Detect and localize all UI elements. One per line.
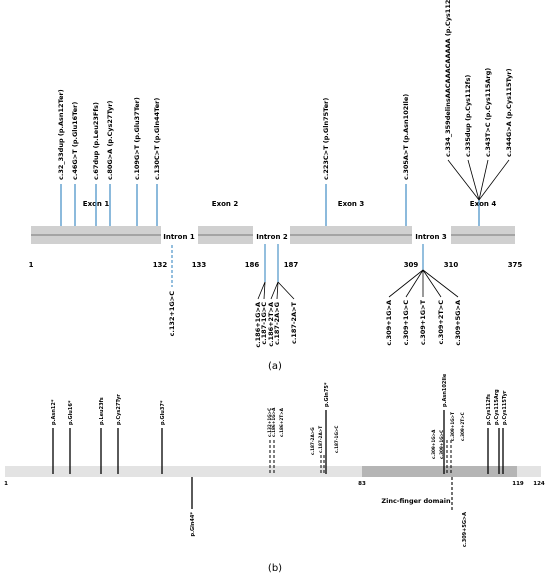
splice-label: c.187-2A>T	[318, 426, 323, 453]
fan-line	[467, 159, 480, 201]
fan-line	[447, 159, 480, 201]
variant-label: c.67dup (p.Leu23Ffs)	[92, 102, 100, 180]
variant-label: c.187-1G>C	[260, 302, 268, 345]
fan-line	[263, 281, 266, 300]
fan-line	[478, 159, 510, 201]
fan-line	[478, 159, 489, 201]
variant-label: c.130C>T (p.Gln44Ter)	[153, 98, 161, 180]
variant-label: p.Gln44*	[190, 512, 196, 537]
coord-133: 133	[192, 261, 207, 269]
variant-label: c.334_359delinsAACAAACAAAAA (p.Cys112fs)	[444, 0, 452, 157]
splice-label: c.309+1G>A	[431, 429, 436, 459]
coord-124: 124	[533, 481, 545, 487]
coord-132: 132	[153, 261, 168, 269]
panel-b: 1 83 119 124 Zinc-finger domain p.Asn12*…	[4, 373, 545, 574]
variant-label: c.335dup (p.Cys112fs)	[464, 75, 472, 157]
coord-83: 83	[358, 481, 366, 487]
protein-bar	[5, 466, 541, 477]
variant-label: p.Gln75*	[324, 382, 330, 407]
variant-label: c.309+5G>A	[454, 300, 462, 346]
exon-variants: c.32_33dup (p.Asn12Ter) c.46G>T (p.Glu16…	[57, 89, 410, 226]
fan-line	[276, 281, 279, 300]
variant-label: p.Cys115Tyr	[502, 390, 508, 425]
variant-label: p.Glu16*	[68, 400, 74, 425]
variant-label: c.309+1G>T	[419, 299, 427, 345]
protein-variants-up: p.Asn12* p.Glu16* p.Leu23fs p.Cys27Tyr p…	[51, 373, 508, 474]
coord-1: 1	[4, 481, 8, 487]
fan-line	[257, 281, 266, 300]
fan-line	[405, 269, 424, 298]
intron2-variant-fan: c.186+1G>A c.187-1G>C c.186+2T>A c.187-2…	[254, 244, 298, 348]
coord-187: 187	[284, 261, 299, 269]
fan-line	[277, 281, 295, 300]
exon4-variant-fan: c.334_359delinsAACAAACAAAAA (p.Cys112fs)…	[444, 0, 513, 226]
variant-label: c.344G>A (p.Cys115Tyr)	[505, 68, 513, 157]
variant-label: c.187-2A>T	[290, 301, 298, 344]
panel-b-label: (b)	[268, 563, 282, 574]
fan-line	[388, 269, 424, 298]
coord-119: 119	[512, 481, 524, 487]
splice-label: c.309+5G>A	[462, 512, 468, 547]
variant-label: c.309+1G>C	[402, 300, 410, 346]
coord-186: 186	[245, 261, 260, 269]
exon-3-label: Exon 3	[338, 200, 365, 208]
exon-4-label: Exon 4	[470, 200, 497, 208]
coord-1: 1	[29, 261, 34, 269]
splice-label: c.186+1G>A	[271, 407, 276, 437]
protein-variants-down: p.Gln44* c.309+5G>A	[190, 477, 468, 547]
intron1-variants: c.132+1G>C	[168, 245, 176, 336]
intron-3-label: Intron 3	[415, 233, 447, 241]
variant-label: p.Asn12*	[51, 399, 57, 425]
variant-label: c.109G>T (p.Glu37Ter)	[133, 97, 141, 180]
variant-label: c.186+1G>A	[254, 302, 262, 348]
fan-line	[422, 269, 459, 298]
zinc-finger-domain-box	[362, 466, 517, 477]
variant-label: c.32_33dup (p.Asn12Ter)	[57, 89, 65, 180]
variant-label: p.Leu23fs	[99, 397, 105, 425]
variant-label: p.Glu37*	[160, 400, 166, 425]
coord-310: 310	[444, 261, 459, 269]
zinc-finger-domain-label: Zinc-finger domain	[381, 497, 451, 505]
splice-label: c.187-1G>C	[334, 426, 339, 454]
variant-label: c.309+1G>A	[385, 300, 393, 346]
variant-label: c.46G>T (p.Glu16Ter)	[71, 102, 79, 180]
fan-line	[422, 269, 442, 298]
intron3-variant-fan: c.309+1G>A c.309+1G>C c.309+1G>T c.309+2…	[385, 244, 462, 346]
splice-variants: c.132+1G>C c.186+1G>A c.186+2T>A c.187-2…	[267, 407, 465, 474]
variant-label: c.186+2T>A	[267, 302, 275, 347]
exon-2-label: Exon 2	[212, 200, 239, 208]
splice-label: c.309+2T>C	[460, 412, 465, 441]
variant-label: c.343T>C (p.Cys115Arg)	[484, 68, 492, 157]
coord-309: 309	[404, 261, 419, 269]
splice-label: c.186+2T>A	[279, 407, 284, 437]
variant-label: c.223C>T (p.Gln75Ter)	[322, 98, 330, 180]
fan-line	[270, 281, 279, 300]
variant-label: c.309+2T>C	[437, 300, 445, 345]
variant-label: p.Cys27Tyr	[116, 394, 122, 425]
variant-label: p.Asn102Ile	[442, 373, 448, 407]
variant-label: c.80G>A (p.Cys27Tyr)	[106, 100, 114, 180]
panel-a-coordinates: 1 132 133 186 187 309 310 375	[29, 261, 523, 269]
panel-a: Exon 1 Exon 2 Exon 3 Exon 4 Intron 1 Int…	[29, 0, 523, 372]
splice-label: c.309+1G>C	[439, 430, 444, 459]
variant-label: p.Cys115Arg	[494, 389, 500, 425]
splice-label: c.309+1G>T	[450, 412, 455, 441]
variant-label: c.132+1G>C	[168, 291, 176, 337]
variant-label: c.305A>T (p.Asn102Ile)	[402, 94, 410, 180]
intron-2-label: Intron 2	[256, 233, 288, 241]
intron-1-label: Intron 1	[163, 233, 195, 241]
panel-a-label: (a)	[268, 361, 282, 372]
variant-label: c.187-2A>G	[273, 302, 281, 345]
splice-label: c.132+1G>C	[267, 408, 272, 437]
splice-label: c.187-2A>G	[310, 427, 315, 455]
variant-label: p.Cys112fs	[486, 394, 492, 425]
coord-375: 375	[508, 261, 523, 269]
